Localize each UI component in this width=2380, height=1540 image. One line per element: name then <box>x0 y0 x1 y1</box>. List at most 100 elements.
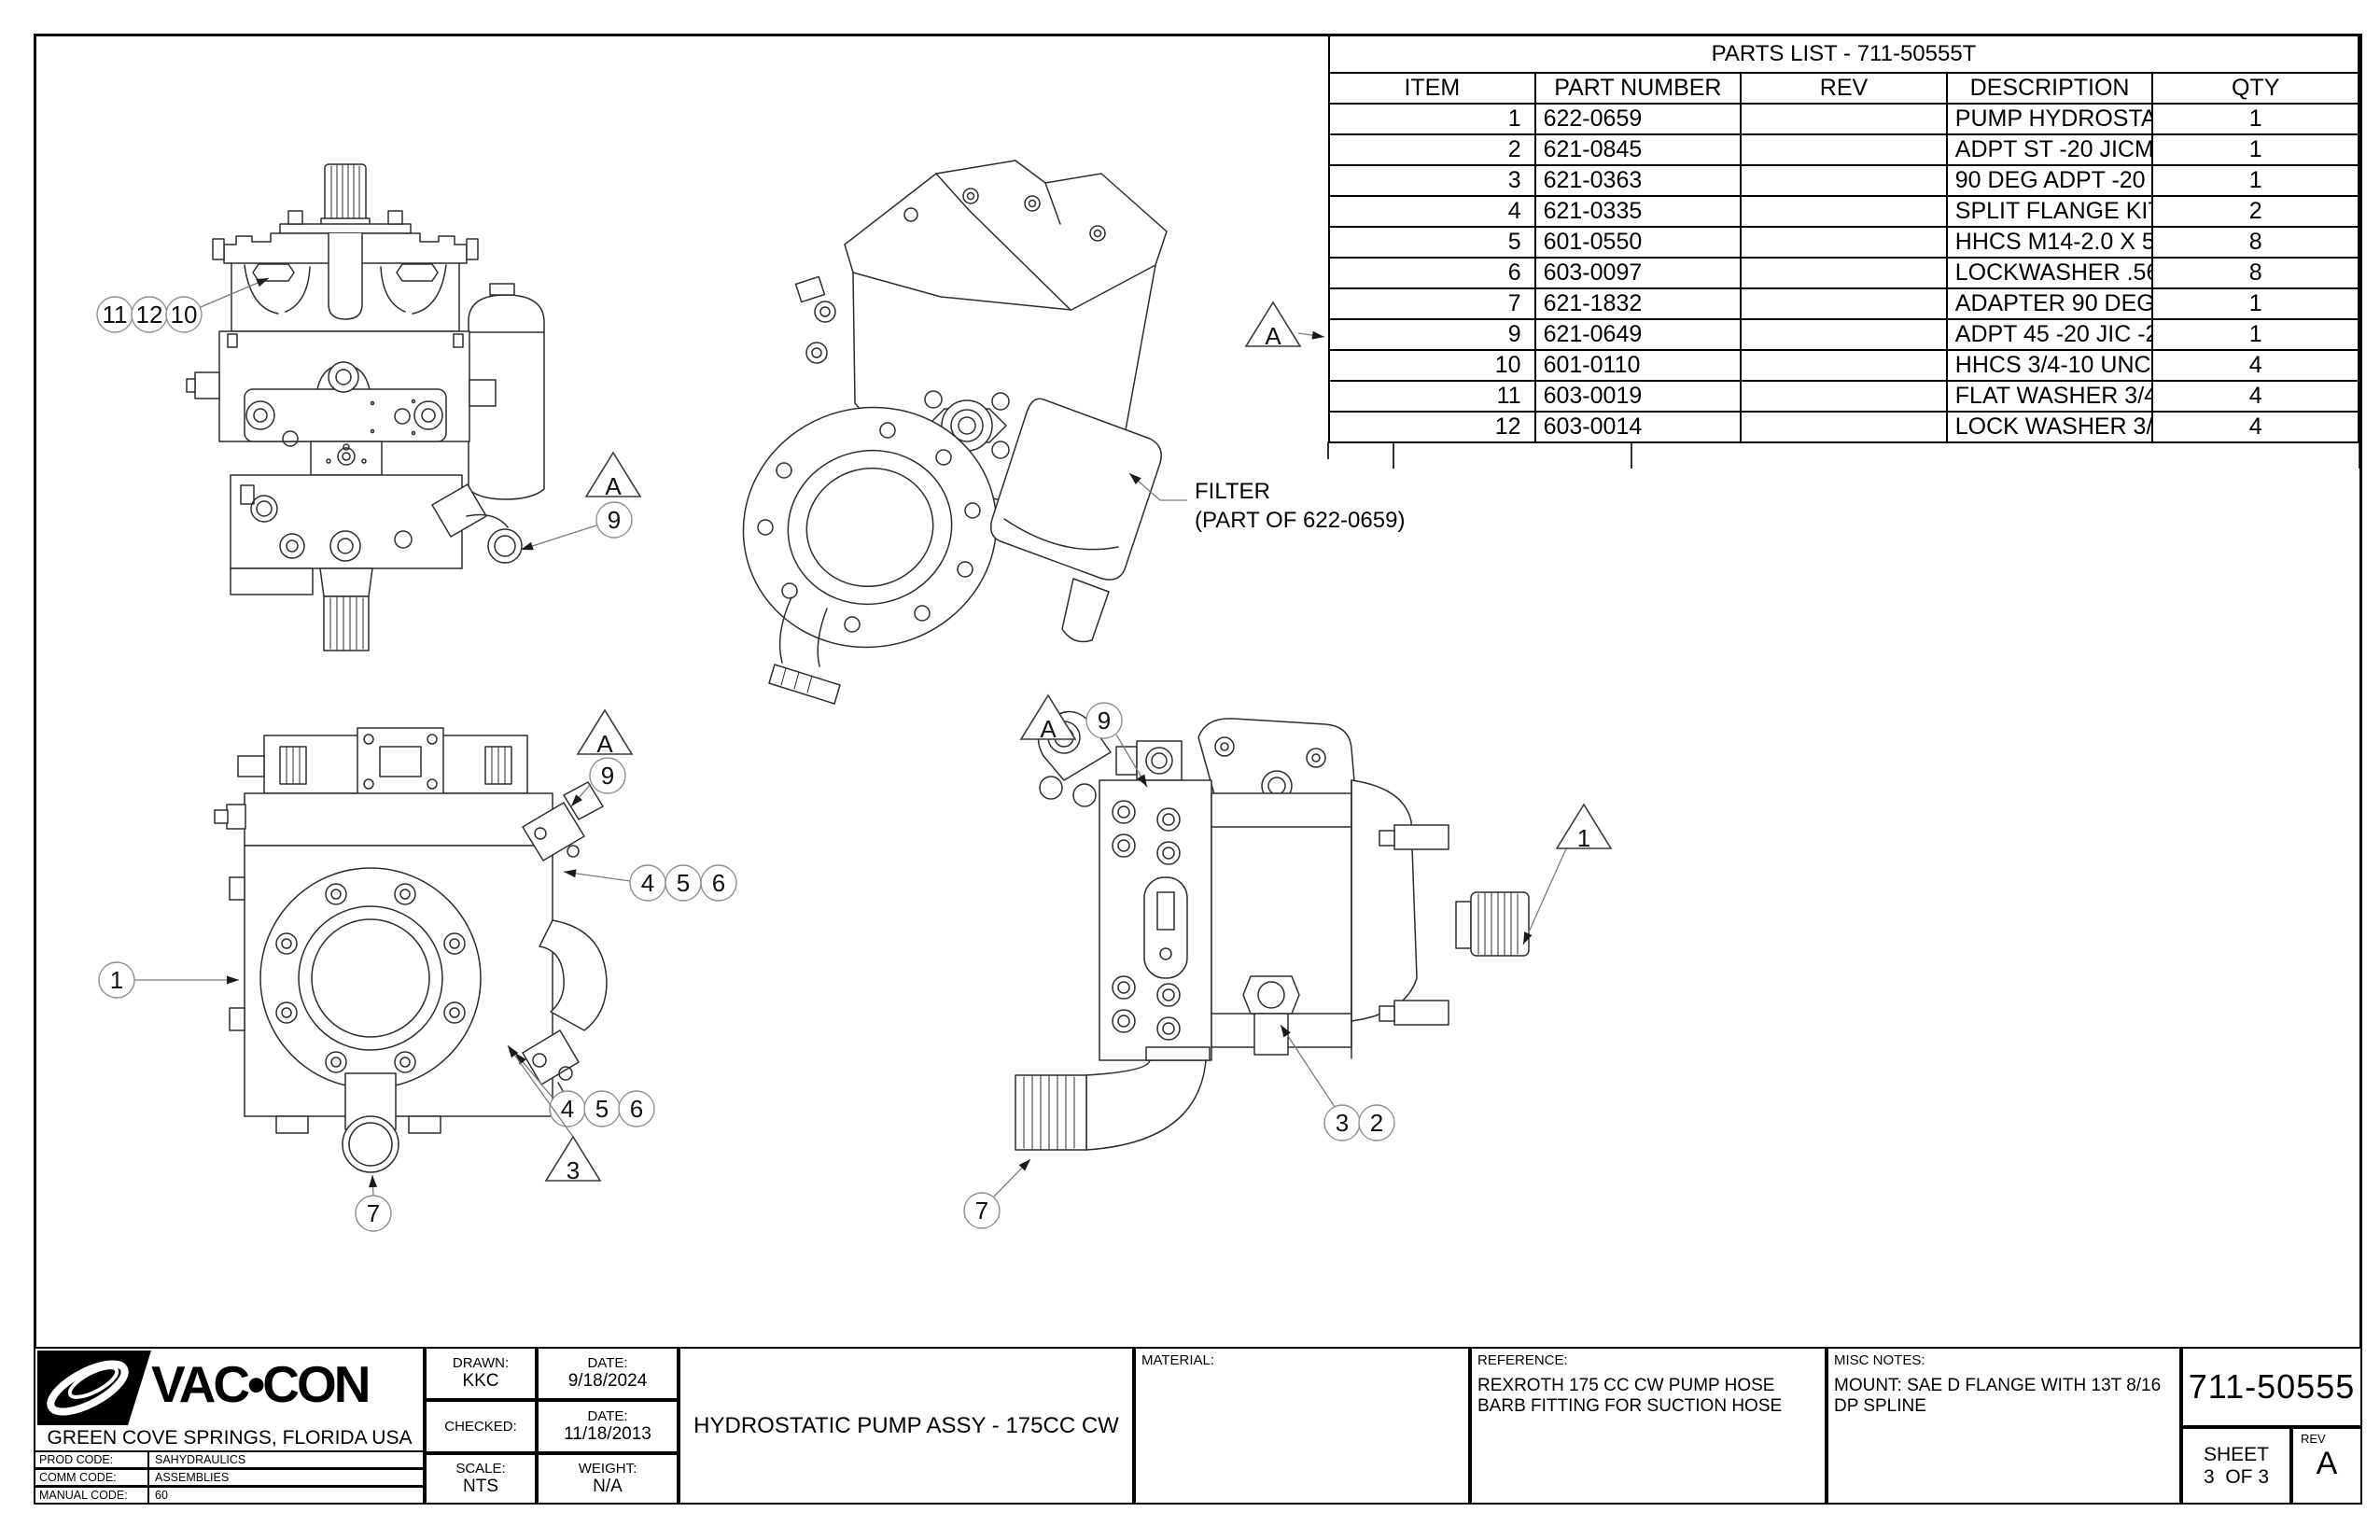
drawn-date-value: 9/18/2024 <box>567 1371 648 1391</box>
parts-list-cell: 622-0659 <box>1533 103 1743 135</box>
weight-label: WEIGHT: <box>578 1461 637 1477</box>
drawing-title-cell: HYDROSTATIC PUMP ASSY - 175CC CW <box>679 1347 1134 1505</box>
scale-label: SCALE: <box>455 1461 506 1477</box>
parts-list-cell: PUMP HYDROSTATIC 175CC CW ROTATION W/DUA… <box>1945 103 2154 135</box>
svg-text:10: 10 <box>171 301 198 329</box>
parts-list-cell <box>1740 349 1948 382</box>
parts-list-cell: SPLIT FLANGE KIT -20 CODE 62 <box>1945 195 2154 228</box>
sheet-value: 3 OF 3 <box>2203 1465 2270 1488</box>
parts-list-cell <box>1740 103 1948 135</box>
svg-text:A: A <box>605 472 622 500</box>
callout-balloon-2: 2 <box>1358 1104 1395 1141</box>
parts-list-cell: 8 <box>2151 257 2359 289</box>
parts-list-cell: 1 <box>2151 164 2359 197</box>
parts-list-cell: 1 <box>1328 103 1536 135</box>
parts-list-cell: 7 <box>1328 287 1536 320</box>
parts-list-cell: LOCK WASHER 3/4 PLTD <box>1945 411 2154 443</box>
svg-text:A: A <box>1040 715 1057 743</box>
parts-list-cell: 1 <box>2151 318 2359 351</box>
parts-list-cell: 4 <box>1328 195 1536 228</box>
parts-list-cell <box>1740 380 1948 413</box>
callout-balloon-3: 3 <box>507 1044 602 1184</box>
checked-date-value: 11/18/2013 <box>564 1424 651 1444</box>
svg-text:9: 9 <box>608 506 621 534</box>
scale-cell: SCALE: NTS <box>425 1453 537 1505</box>
drawing-number-cell: 711-50555 <box>2181 1347 2362 1427</box>
view-front-top <box>186 163 545 651</box>
svg-text:5: 5 <box>595 1095 609 1123</box>
rev-label: REV <box>2301 1432 2326 1446</box>
parts-list-cell <box>1740 411 1948 443</box>
callout-balloon-11: 11 <box>96 296 133 333</box>
parts-list-cell: 621-0363 <box>1533 164 1743 197</box>
checked-label: CHECKED: <box>444 1419 517 1435</box>
parts-list-cell <box>1740 226 1948 259</box>
parts-list-column-header: PART NUMBER <box>1533 72 1743 105</box>
comm-code-label: COMM CODE: <box>35 1470 149 1485</box>
checked-date-label: DATE: <box>587 1408 628 1424</box>
drawn-value: KKC <box>462 1371 499 1391</box>
callout-balloon-5: 5 <box>665 864 702 902</box>
company-name: VAC•CON <box>151 1355 371 1413</box>
callout-balloon-4: 4 <box>514 1052 586 1127</box>
callout-balloon-4: 4 <box>563 864 666 902</box>
comm-code-value: ASSEMBLIES <box>155 1471 230 1484</box>
drawing-title: HYDROSTATIC PUMP ASSY - 175CC CW <box>693 1412 1119 1438</box>
parts-list-cell: 621-0649 <box>1533 318 1743 351</box>
callout-balloon-9: 9 <box>570 757 626 807</box>
parts-list-cell: 621-0845 <box>1533 133 1743 166</box>
parts-list-cell: 603-0014 <box>1533 411 1743 443</box>
checked-cell: CHECKED: <box>425 1400 537 1453</box>
filter-annotation-line2: (PART OF 622-0659) <box>1195 508 1406 533</box>
parts-list-cell: LOCKWASHER .5625 <box>1945 257 2154 289</box>
callout-balloon-5: 5 <box>583 1090 621 1127</box>
parts-list-cell: 10 <box>1328 349 1536 382</box>
company-location: GREEN COVE SPRINGS, FLORIDA USA <box>47 1427 413 1449</box>
parts-list-cell: 1 <box>2151 103 2359 135</box>
parts-list-cell: 2 <box>2151 195 2359 228</box>
parts-list-cell <box>1740 287 1948 320</box>
parts-list-cell: 601-0550 <box>1533 226 1743 259</box>
parts-list-column-header: REV <box>1740 72 1948 105</box>
parts-list-cell: 621-0335 <box>1533 195 1743 228</box>
parts-list-cell: 603-0019 <box>1533 380 1743 413</box>
svg-text:6: 6 <box>630 1095 643 1123</box>
svg-text:7: 7 <box>975 1197 988 1225</box>
scale-value: NTS <box>463 1477 498 1496</box>
parts-list-cell: 11 <box>1328 380 1536 413</box>
parts-list-cell: 90 DEG ADPT -20 JICS - 20 JIC <box>1945 164 2154 197</box>
callout-balloon-A: A <box>1244 301 1325 350</box>
svg-text:A: A <box>1265 322 1281 350</box>
reference-cell: REFERENCE: REXROTH 175 CC CW PUMP HOSE B… <box>1470 1347 1827 1505</box>
parts-list-cell: 4 <box>2151 380 2359 413</box>
misc-notes-label: MISC NOTES: <box>1834 1352 1925 1368</box>
filter-annotation: FILTER (PART OF 622-0659) <box>1195 477 1405 535</box>
callout-balloon-7: 7 <box>355 1174 392 1232</box>
svg-text:6: 6 <box>712 869 725 897</box>
parts-list-cell: 3 <box>1328 164 1536 197</box>
parts-list-cell: 1 <box>2151 133 2359 166</box>
callout-balloon-1: 1 <box>98 961 239 999</box>
parts-list-cell: 12 <box>1328 411 1536 443</box>
weight-cell: WEIGHT: N/A <box>537 1453 679 1505</box>
drawn-date-label: DATE: <box>587 1355 628 1371</box>
reference-line2: BARB FITTING FOR SUCTION HOSE <box>1477 1396 1783 1416</box>
parts-list-cell <box>1740 133 1948 166</box>
sheet-cell: SHEET 3 OF 3 <box>2181 1427 2291 1505</box>
callout-balloon-7: 7 <box>963 1158 1031 1229</box>
parts-list-cell: ADAPTER 90 DEG -24 SAE X -24 HOSE W/BARB <box>1945 287 2154 320</box>
callout-balloon-1: 1 <box>1522 803 1613 945</box>
parts-list-cell: 9 <box>1328 318 1536 351</box>
misc-notes-line1: MOUNT: SAE D FLANGE WITH 13T 8/16 <box>1834 1376 2162 1395</box>
svg-text:1: 1 <box>1577 824 1590 852</box>
parts-list-cell <box>1740 318 1948 351</box>
